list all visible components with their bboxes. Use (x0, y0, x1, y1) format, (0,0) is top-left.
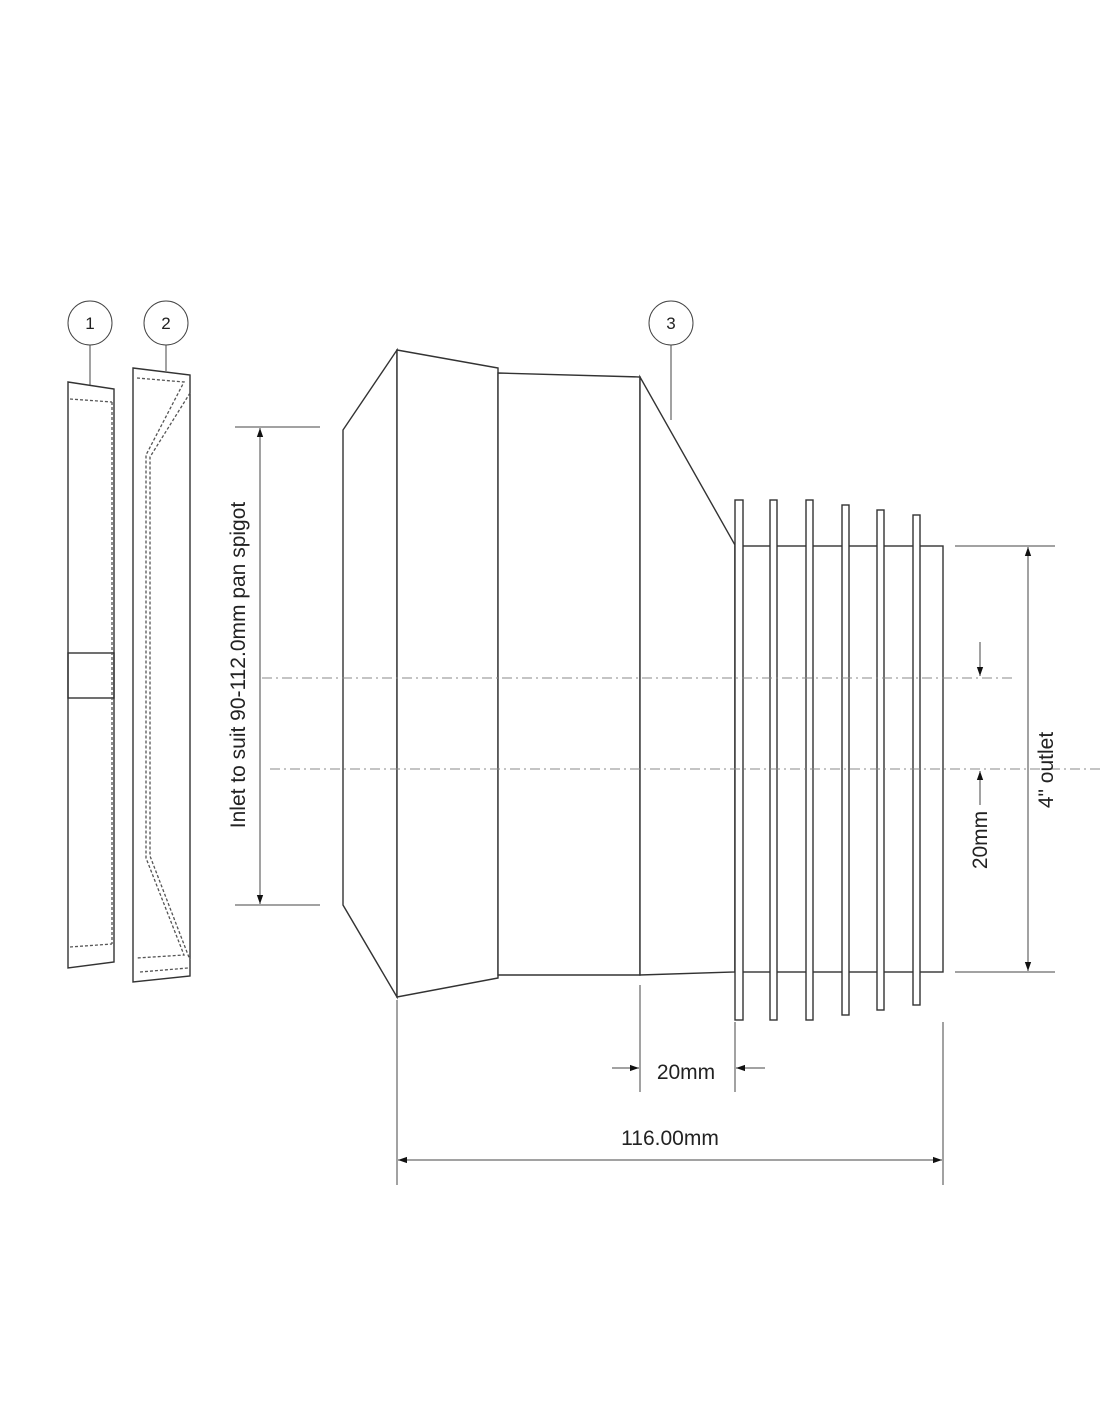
spigot-length-dimension: 20mm (612, 985, 765, 1092)
inlet-label: Inlet to suit 90-112.0mm pan spigot (227, 502, 250, 829)
part-1-ring (67, 381, 115, 969)
callout-2-label: 2 (161, 314, 170, 333)
part-2-gasket (132, 367, 191, 983)
outlet-label: 4" outlet (1035, 732, 1058, 809)
callout-2: 2 (143, 300, 189, 371)
offset-label: 20mm (969, 811, 992, 869)
overall-length-label: 116.00mm (621, 1127, 719, 1150)
outlet-fins (734, 499, 921, 1021)
spigot-length-label: 20mm (657, 1061, 715, 1084)
offset-dimension: 20mm (969, 642, 992, 869)
callout-3: 3 (648, 300, 694, 420)
outlet-dimension: 4" outlet (955, 545, 1058, 973)
callout-1: 1 (67, 300, 113, 385)
inlet-dimension: Inlet to suit 90-112.0mm pan spigot (227, 426, 320, 906)
callout-3-label: 3 (666, 314, 675, 333)
overall-length-dimension: 116.00mm (396, 1000, 944, 1185)
callout-1-label: 1 (85, 314, 94, 333)
part-3-connector (342, 347, 944, 1021)
